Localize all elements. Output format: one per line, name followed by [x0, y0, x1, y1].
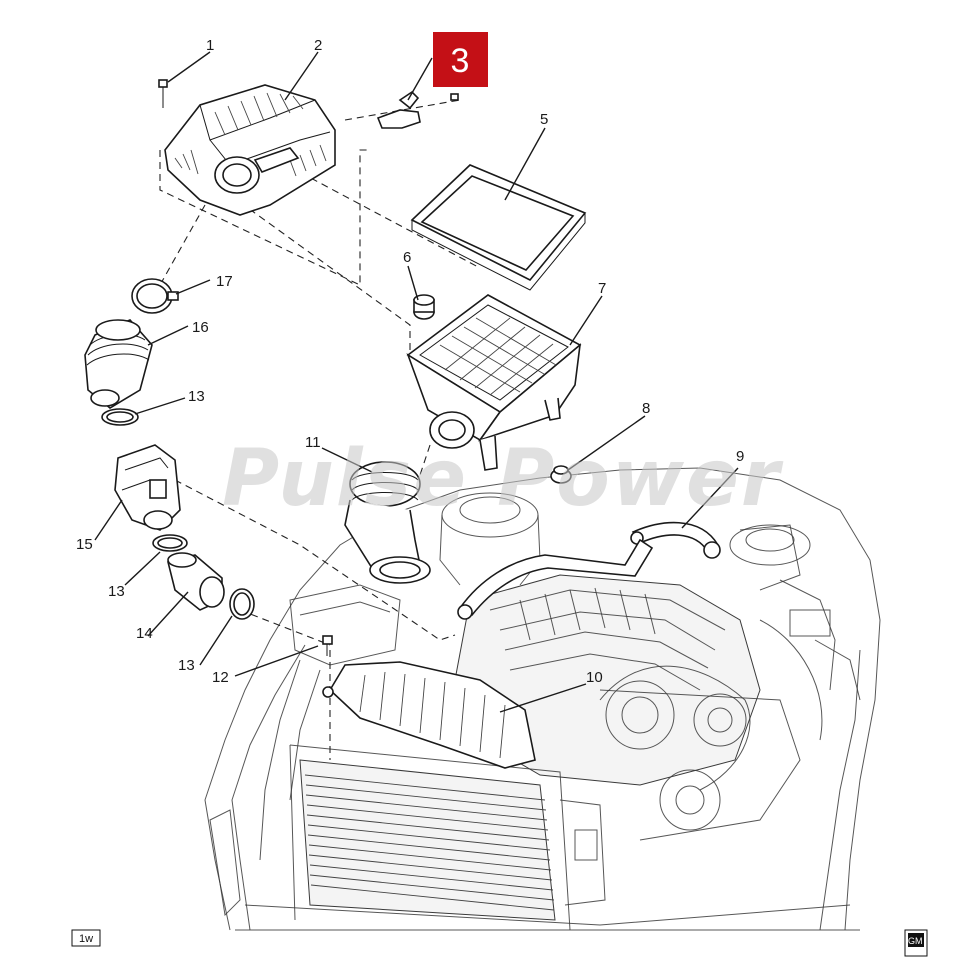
callout-2: 2 — [314, 37, 322, 54]
callout-labels: 1 2 5 6 7 8 9 10 11 12 13 13 13 14 15 16… — [76, 37, 744, 686]
callout-15: 15 — [76, 536, 93, 553]
part-7-air-cleaner-housing — [406, 294, 582, 471]
callout-17: 17 — [216, 273, 233, 290]
callout-16: 16 — [192, 319, 209, 336]
assembly-guide-lines — [159, 99, 481, 760]
callout-14: 14 — [136, 625, 153, 642]
part-12-bolt — [322, 635, 333, 656]
corner-tag-right: GM — [904, 929, 928, 957]
callout-13-upper: 13 — [188, 388, 205, 405]
part-2-air-cleaner-cover — [164, 84, 336, 216]
watermark-text: Pulse Power — [222, 434, 784, 524]
part-8-grommet — [550, 465, 572, 484]
callout-13-middle: 13 — [108, 583, 125, 600]
callout-10: 10 — [586, 669, 603, 686]
callout-9: 9 — [736, 448, 744, 465]
corner-tag-left-text: 1w — [79, 933, 93, 945]
highlight-badge-label: 3 — [451, 42, 470, 80]
callout-5: 5 — [540, 111, 548, 128]
callout-12: 12 — [212, 669, 229, 686]
part-15-adapter — [114, 444, 181, 531]
part-16-duct — [84, 319, 153, 409]
part-14-elbow — [167, 552, 225, 611]
highlight-badge: 3 — [433, 32, 488, 87]
corner-tag-left: 1w — [71, 929, 101, 947]
leader-lines — [94, 51, 739, 713]
engine-bay-drawing — [204, 467, 881, 931]
part-6-grommet — [413, 294, 435, 320]
corner-tag-right-text: GM — [908, 936, 923, 946]
part-13-clamp-upper — [101, 408, 139, 426]
part-13-clamp-lower — [229, 588, 255, 620]
part-1-bolt — [158, 79, 168, 108]
part-13-clamp-middle — [152, 534, 188, 552]
callout-1: 1 — [206, 37, 214, 54]
part-5-air-filter — [410, 164, 587, 291]
callout-6: 6 — [403, 249, 411, 266]
callout-13-lower: 13 — [178, 657, 195, 674]
part-17-clamp — [131, 278, 179, 314]
callout-8: 8 — [642, 400, 650, 417]
part-10-resonator — [322, 661, 536, 769]
vacuum-hose — [457, 538, 654, 620]
part-3-sensor — [376, 90, 459, 129]
callout-11: 11 — [305, 434, 321, 451]
part-11-duct — [344, 461, 431, 584]
callout-7: 7 — [598, 280, 606, 297]
